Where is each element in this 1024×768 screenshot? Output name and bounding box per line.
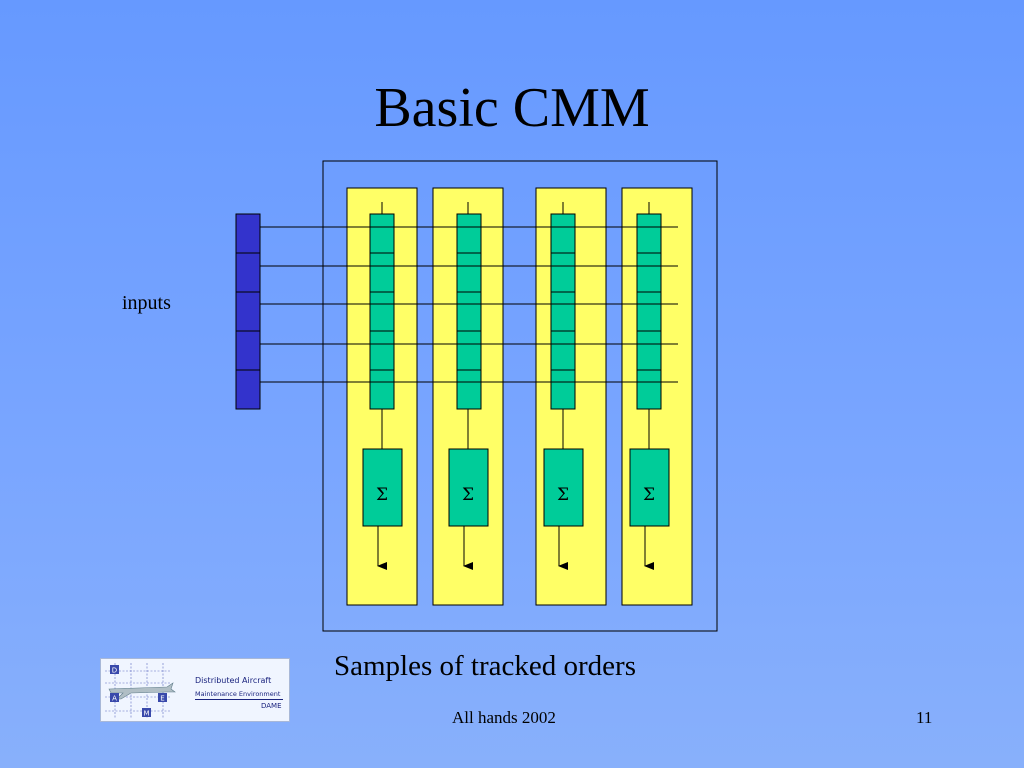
inputs-label: inputs [122,292,171,314]
weight-cell-c3-r2 [550,252,576,293]
weight-cell-c1-r3 [369,291,395,332]
weight-cell-c3-r1 [550,213,576,254]
sum-symbol-1: Σ [376,485,388,505]
sum-box-2 [448,448,489,527]
weight-cell-c3-r4 [550,330,576,371]
logo-grid-icon: D A M E [105,663,176,719]
input-cell-4 [235,330,261,371]
weight-cell-c1-r5 [369,369,395,410]
weight-cell-c4-r4 [636,330,662,371]
page-number: 11 [916,708,933,727]
weight-cell-c2-r4 [456,330,482,371]
logo-letter-m: M [143,710,149,718]
weight-cell-c4-r2 [636,252,662,293]
sum-box-1 [362,448,403,527]
input-cell-1 [235,213,261,254]
weight-cell-c2-r3 [456,291,482,332]
weight-cell-c2-r1 [456,213,482,254]
airplane-icon [108,682,176,700]
weight-cell-c3-r5 [550,369,576,410]
logo-line-1: Distributed Aircraft [195,676,272,685]
weight-cell-c2-r2 [456,252,482,293]
logo-letter-a: A [112,695,117,703]
dame-logo: D A M E Distributed Aircraft Maintenance… [100,658,290,722]
diagram-caption: Samples of tracked orders [334,650,636,682]
input-cell-2 [235,252,261,293]
input-cell-5 [235,369,261,410]
sum-symbol-2: Σ [462,485,474,505]
sum-box-4 [629,448,670,527]
weight-cell-c3-r3 [550,291,576,332]
logo-rule [195,699,283,700]
logo-letter-d: D [112,667,117,675]
weight-cell-c1-r4 [369,330,395,371]
slide-title: Basic CMM [374,77,650,139]
logo-line-2: Maintenance Environment [195,690,281,698]
logo-letter-e: E [160,695,164,703]
outer-frame [322,160,718,632]
weight-cell-c4-r1 [636,213,662,254]
weight-cell-c1-r1 [369,213,395,254]
sum-symbol-3: Σ [557,485,569,505]
weight-cell-c4-r3 [636,291,662,332]
footer-text: All hands 2002 [452,708,556,727]
weight-cell-c1-r2 [369,252,395,293]
logo-line-3: DAME [261,702,282,710]
input-cell-3 [235,291,261,332]
sum-box-3 [543,448,584,527]
sum-symbol-4: Σ [643,485,655,505]
weight-cell-c2-r5 [456,369,482,410]
weight-cell-c4-r5 [636,369,662,410]
